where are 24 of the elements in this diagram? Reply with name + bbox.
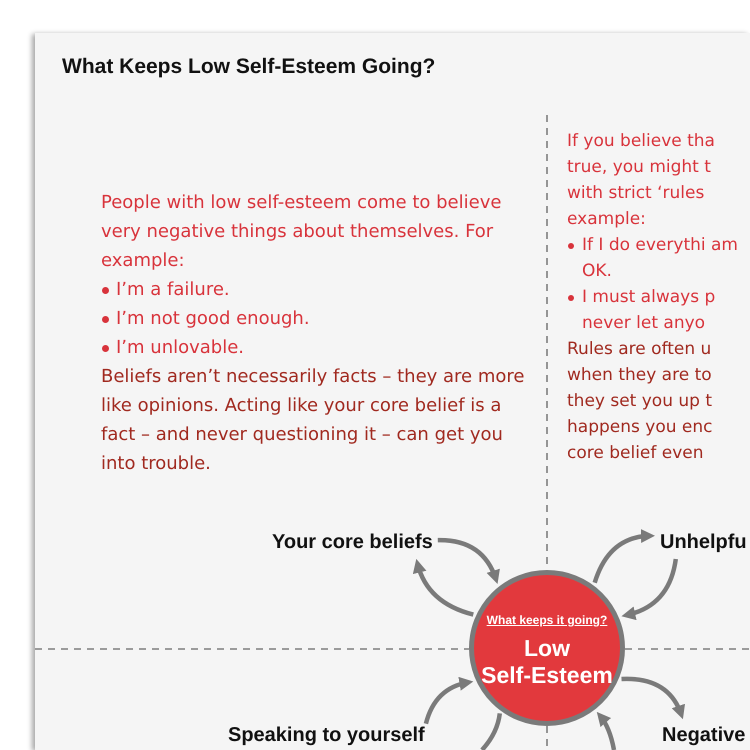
quadrant-heading: Unhelpfu <box>660 531 747 554</box>
bullet-text: I’m not good enough. <box>116 307 310 331</box>
curved-arrow <box>596 712 616 750</box>
quadrant-heading: Negative <box>662 724 746 747</box>
curved-arrow <box>438 538 500 584</box>
bullet-text: I’m unlovable. <box>116 336 244 360</box>
curved-arrow <box>592 529 655 584</box>
curved-arrow <box>424 677 474 724</box>
quadrant-heading: Your core beliefs <box>272 531 433 554</box>
bullet-text: I’m a failure. <box>116 278 230 302</box>
curved-arrow <box>621 558 678 620</box>
curved-arrow <box>413 558 474 617</box>
body-text: Rules are often u when they are to they set you up t happens you enc core belief even <box>567 338 714 465</box>
curved-arrow <box>621 676 684 720</box>
bullet-text: If I do everythi am OK. <box>582 234 739 283</box>
curved-line <box>480 713 502 750</box>
circle-subheading: What keeps it going? <box>486 613 608 627</box>
worksheet-title: What Keeps Low Self-Esteem Going? <box>62 55 436 79</box>
body-text: If you believe tha true, you might t with strict ‘rules example: <box>567 130 716 231</box>
body-text: Beliefs aren’t necessarily facts – they are more like opinions. Acting like your core belief is a fact – and never questioning it – can get you into trouble. <box>101 365 526 476</box>
quadrant-heading: Speaking to yourself <box>228 724 425 747</box>
circle-title: Low Self-Esteem <box>480 635 614 689</box>
body-text: People with low self-esteem come to believe very negative things about themselves. For example: <box>101 191 502 273</box>
bullet-text: I must always p never let anyo <box>582 286 716 335</box>
